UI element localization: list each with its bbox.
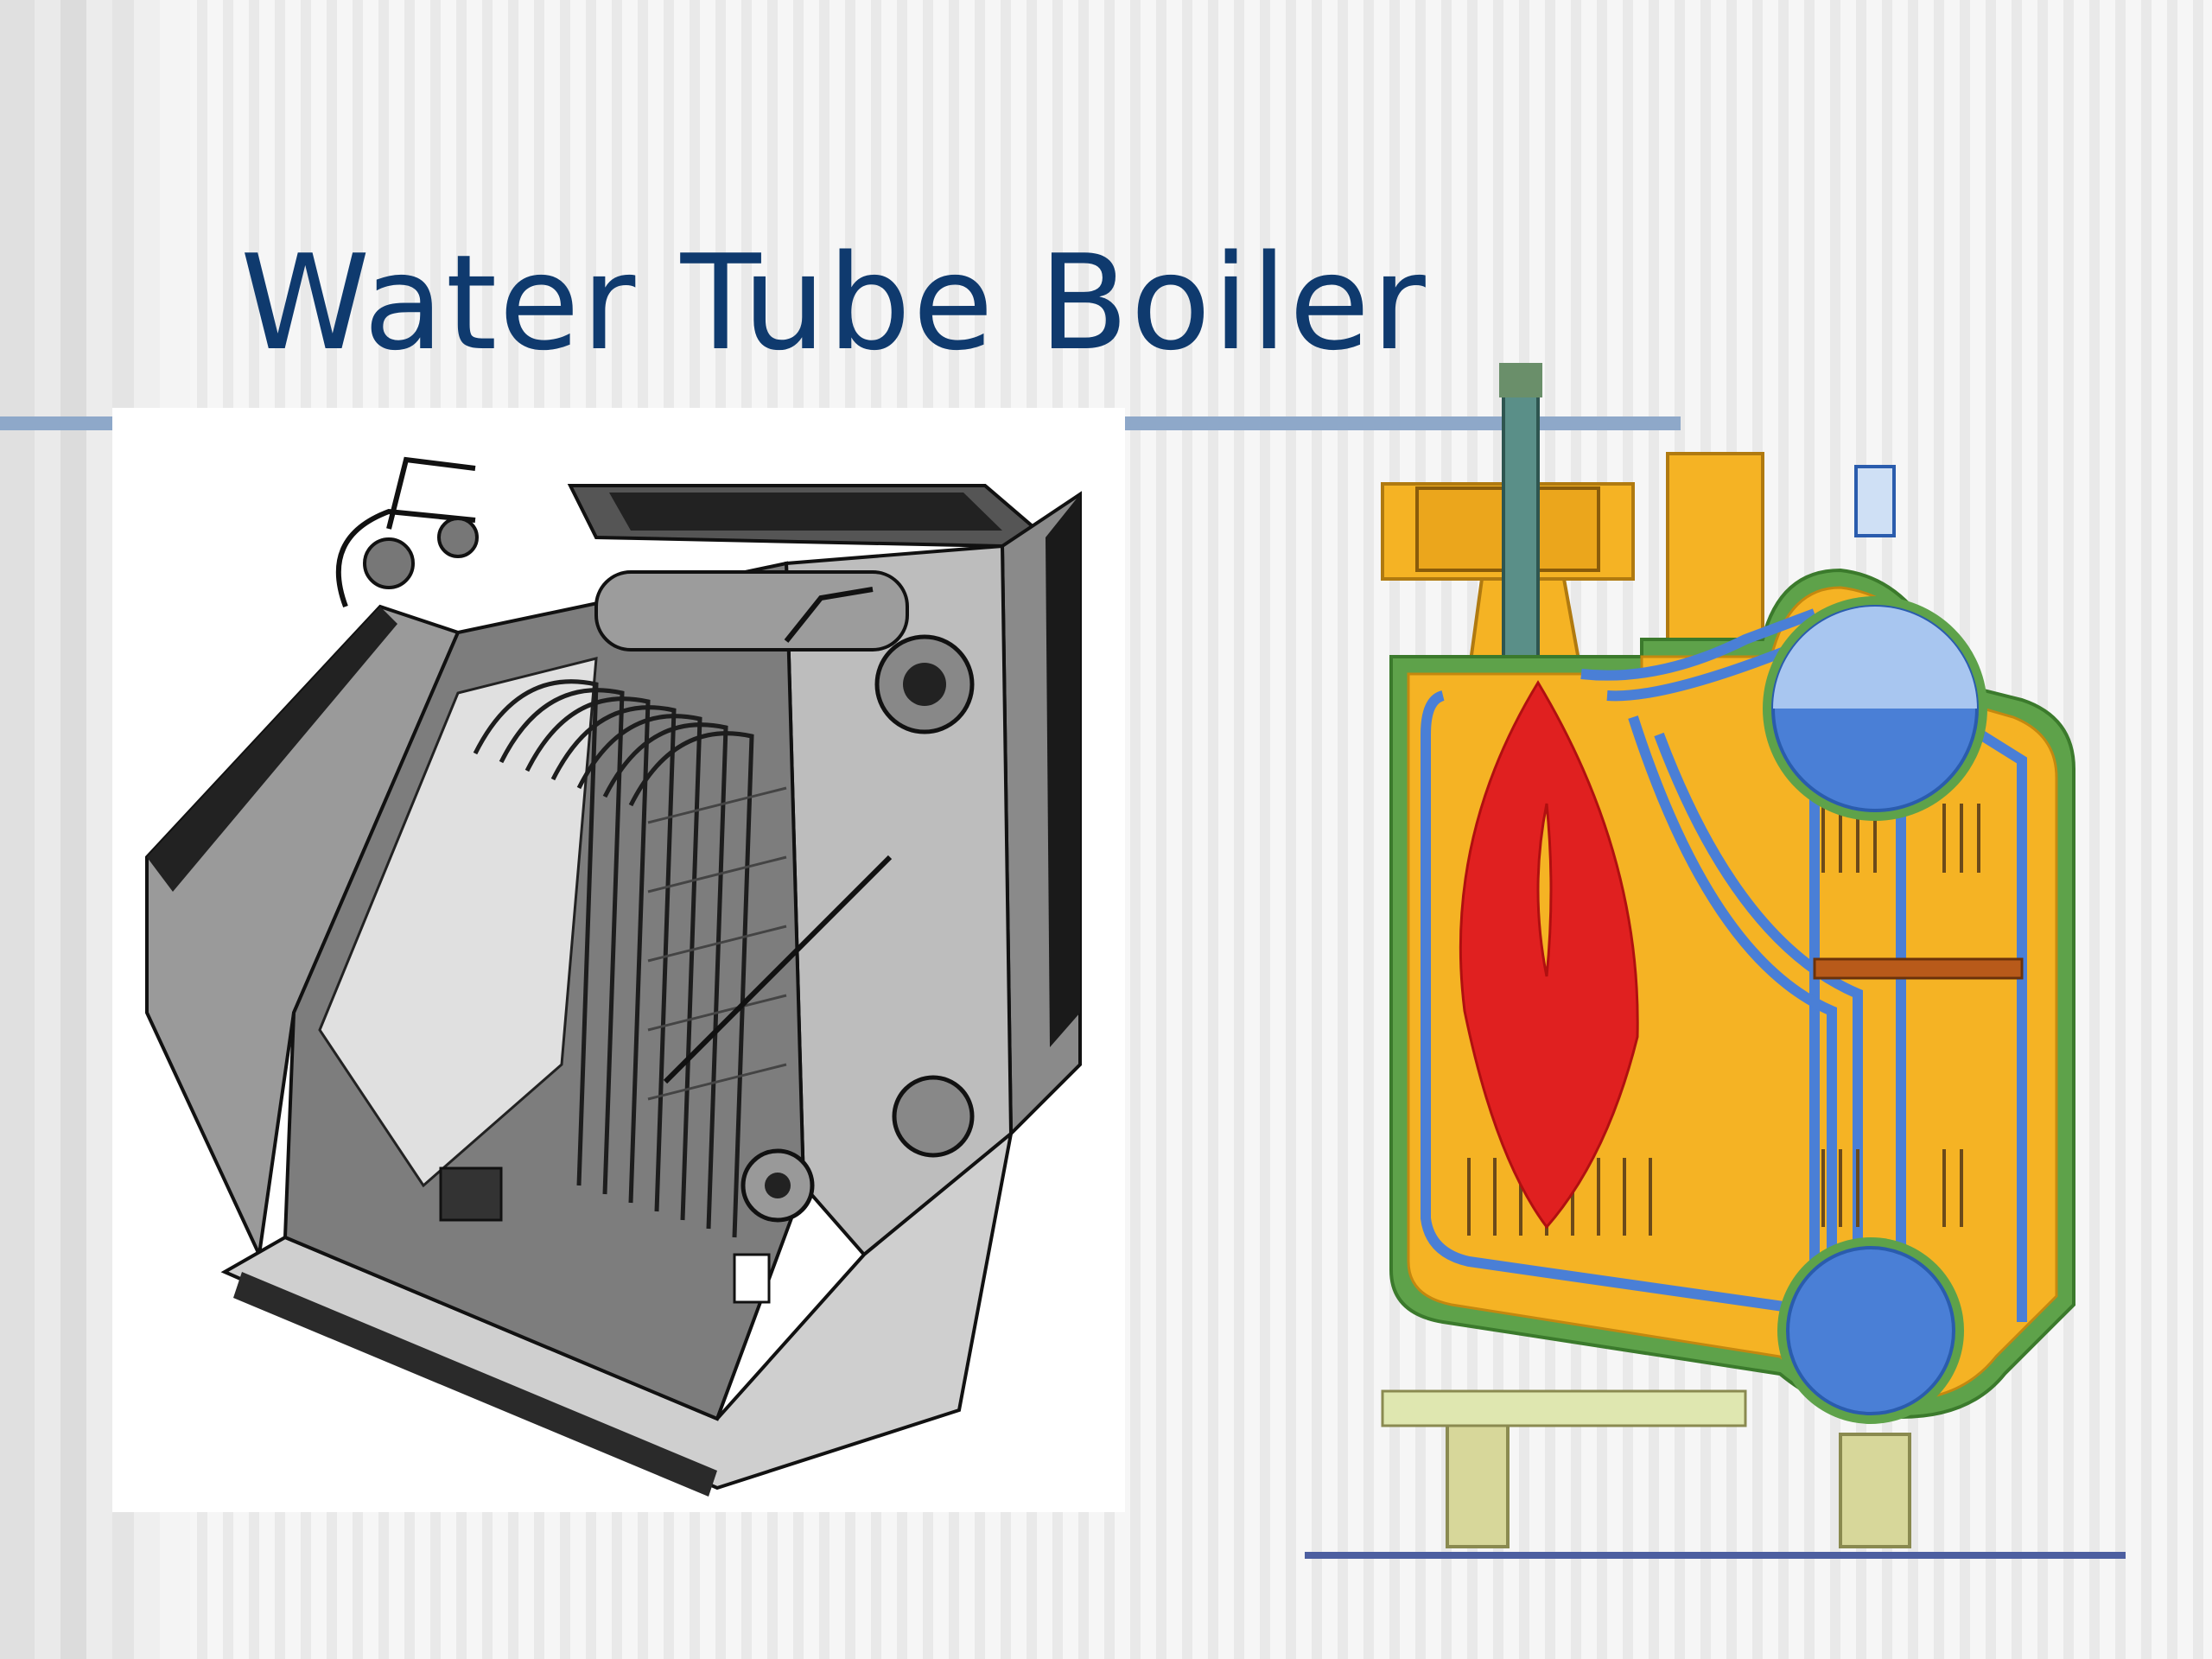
boiler-cross-section-image xyxy=(1296,354,2139,1564)
boiler-cutaway-image xyxy=(112,408,1125,1512)
boiler-cross-section-drawing xyxy=(1305,363,2126,1559)
slide-title: Water Tube Boiler xyxy=(240,226,1427,379)
boiler-cutaway-drawing xyxy=(145,456,1082,1497)
title-rule-right xyxy=(1123,416,1681,430)
title-rule-left xyxy=(0,416,117,430)
